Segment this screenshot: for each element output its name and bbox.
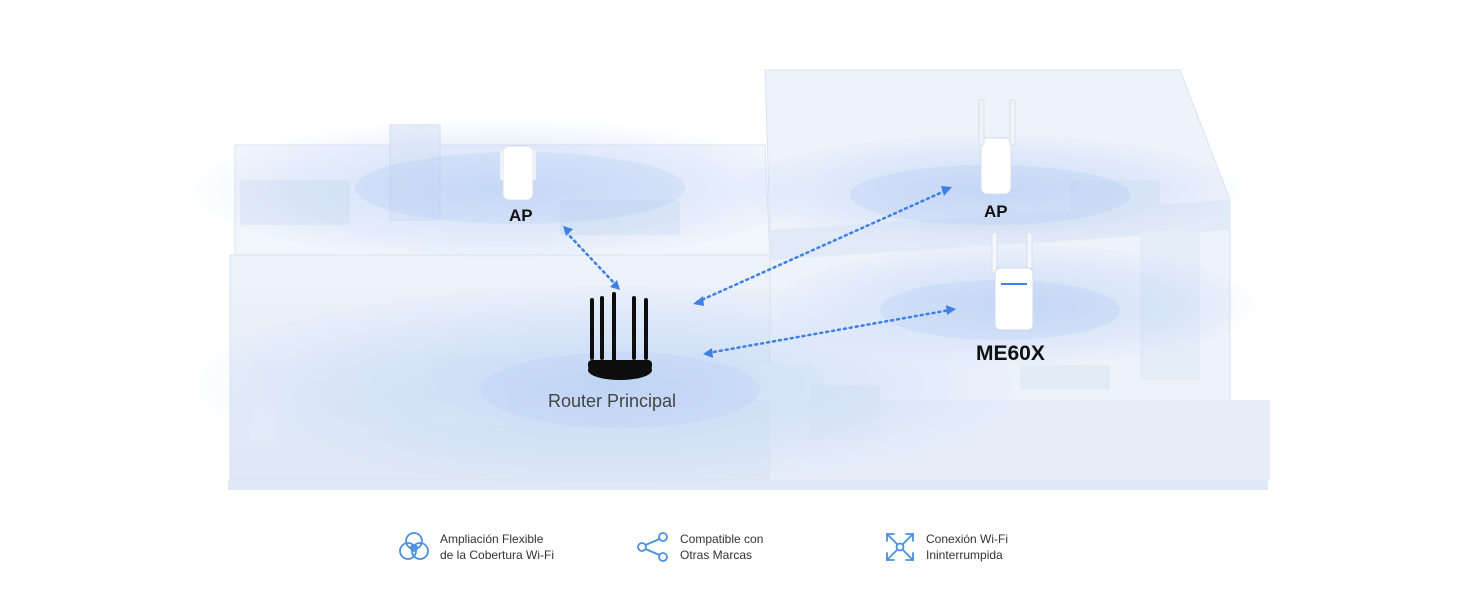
expand-arrows-icon	[886, 533, 914, 561]
feature-compat-line1: Compatible con	[680, 532, 764, 546]
feature-coverage: Ampliación Flexible de la Cobertura Wi-F…	[398, 531, 554, 563]
feature-coverage-line2: de la Cobertura Wi-Fi	[440, 548, 555, 562]
feature-compat: Compatible con Otras Marcas	[636, 531, 763, 563]
connection-links	[564, 188, 952, 355]
ap-right-label: AP	[984, 202, 1008, 221]
coverage-circles-icon	[399, 532, 429, 560]
me60x-device	[991, 232, 1034, 331]
ap-right-device	[978, 99, 1016, 195]
feature-seamless-line1: Conexión Wi-Fi	[926, 532, 1009, 546]
feature-seamless-line2: Ininterrumpida	[926, 548, 1003, 562]
router-device	[588, 292, 652, 380]
feature-compat-line2: Otras Marcas	[680, 548, 753, 562]
feature-seamless: Conexión Wi-Fi Ininterrumpida	[884, 531, 1008, 563]
feature-coverage-line1: Ampliación Flexible	[440, 532, 544, 546]
extender-label: ME60X	[976, 342, 1045, 365]
ap-left-device	[500, 145, 536, 201]
share-nodes-icon	[637, 532, 668, 562]
ap-left-label: AP	[509, 206, 533, 225]
router-label: Router Principal	[548, 391, 677, 411]
link-arrowheads	[563, 186, 956, 358]
